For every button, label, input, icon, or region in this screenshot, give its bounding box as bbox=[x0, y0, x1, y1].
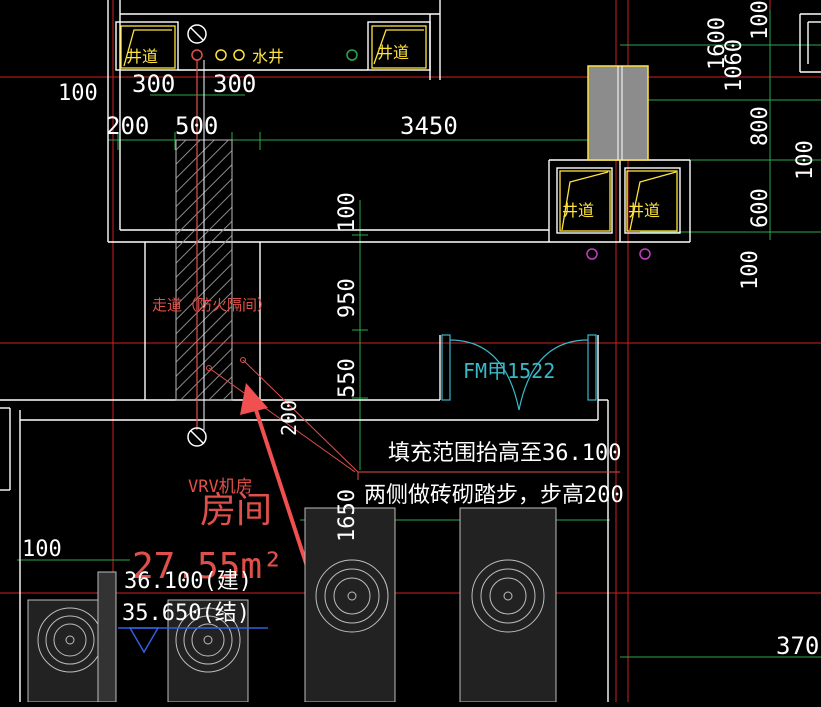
dim-r-600: 600 bbox=[748, 188, 773, 228]
dim-bottom-right: 370 bbox=[776, 632, 819, 660]
annotation-line-2: 两侧做砖砌踏步，步高200 bbox=[364, 483, 624, 508]
annotation-leaders bbox=[206, 357, 620, 480]
dim-3450: 3450 bbox=[400, 112, 458, 140]
fan-unit-2 bbox=[97, 571, 249, 703]
water-well-label: 水井 bbox=[252, 47, 284, 66]
shaft-label-top-right: 井道 bbox=[377, 43, 409, 62]
room-area: 27.55m² bbox=[132, 546, 284, 587]
fire-door bbox=[441, 334, 597, 411]
fan-unit-1 bbox=[27, 599, 109, 703]
hatched-pipe-chase bbox=[175, 60, 233, 430]
room-label: 房间 bbox=[200, 490, 272, 531]
fan-unit-3 bbox=[304, 507, 396, 703]
level-symbol bbox=[118, 627, 268, 654]
level-architectural: 36.100(建) bbox=[124, 569, 252, 594]
dim-v100-top: 100 bbox=[335, 192, 360, 232]
dim-top-left-100: 100 bbox=[58, 81, 98, 106]
shaft-label-right-b: 井道 bbox=[628, 201, 660, 220]
dim-v950: 950 bbox=[335, 278, 360, 318]
dim-r-100-mid: 100 bbox=[793, 140, 818, 180]
dim-r-100-low: 100 bbox=[738, 250, 763, 290]
dim-r-100-top: 100 bbox=[748, 0, 773, 40]
dim-300a: 300 bbox=[132, 70, 175, 98]
vrv-room-label: VRV机房 bbox=[188, 477, 253, 497]
annotation-line-1: 填充范围抬高至36.100 bbox=[388, 441, 621, 466]
pipe-symbols bbox=[187, 24, 651, 447]
dim-v1650: 1650 bbox=[335, 489, 360, 542]
dim-500: 500 bbox=[175, 112, 218, 140]
dim-r-1600: 1600 bbox=[705, 17, 730, 70]
shaft-label-right-a: 井道 bbox=[562, 201, 594, 220]
fan-unit-4 bbox=[459, 507, 557, 703]
dim-v200: 200 bbox=[277, 400, 301, 436]
dim-r-800: 800 bbox=[748, 106, 773, 146]
fire-door-label: FM甲1522 bbox=[463, 359, 555, 383]
dim-300b: 300 bbox=[213, 70, 256, 98]
corridor-label: 走道（防火隔间） bbox=[152, 296, 272, 314]
level-structural: 35.650(结) bbox=[122, 601, 250, 626]
vrv-units bbox=[27, 507, 557, 703]
dim-left-100: 100 bbox=[22, 537, 62, 562]
dim-v550: 550 bbox=[335, 358, 360, 398]
shaft-label-top-left: 井道 bbox=[126, 47, 158, 66]
riser-gray-shaft bbox=[587, 65, 649, 161]
shaft-symbols bbox=[120, 25, 678, 232]
dim-200: 200 bbox=[106, 112, 149, 140]
dim-r-1060: 1060 bbox=[722, 39, 747, 92]
